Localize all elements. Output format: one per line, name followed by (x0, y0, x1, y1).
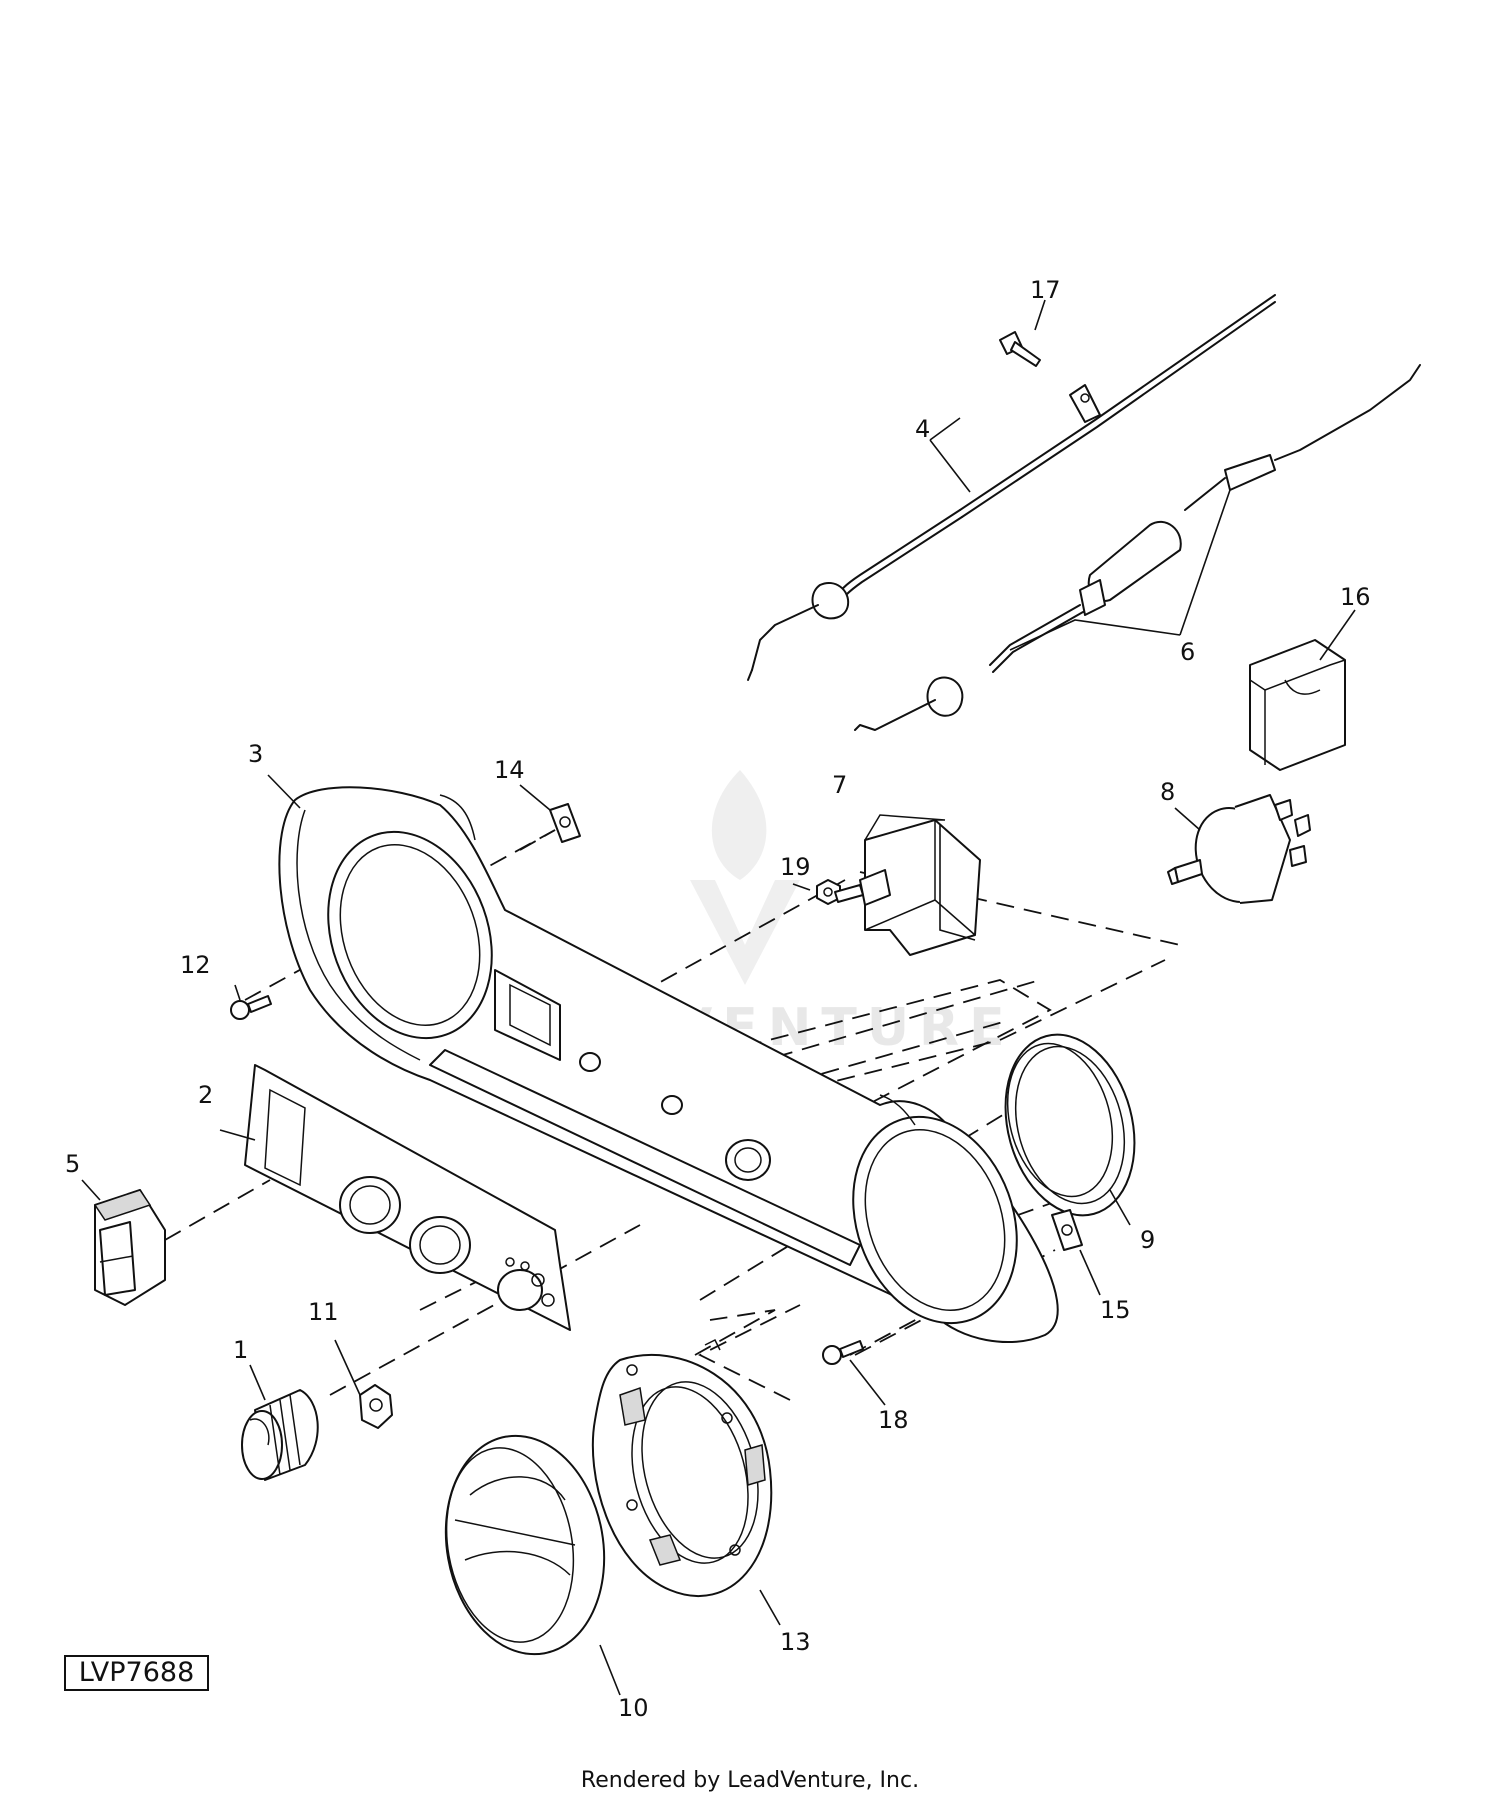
part-15-clip (1051, 1209, 1083, 1251)
callout-4: 4 (915, 415, 930, 443)
part-9-trim-ring (1004, 1033, 1136, 1217)
callout-14: 14 (494, 756, 525, 784)
callout-6: 6 (1180, 638, 1195, 666)
callout-16: 16 (1340, 583, 1371, 611)
callout-18: 18 (878, 1406, 909, 1434)
callout-7: 7 (832, 771, 847, 799)
render-credit: Rendered by LeadVenture, Inc. (580, 1768, 920, 1793)
part-8-rotary-switch (1167, 794, 1311, 904)
callout-leaders (81, 299, 1356, 1696)
part-3-instrument-bezel (278, 786, 1059, 1344)
part-4-control-cable (747, 294, 1276, 681)
callout-1: 1 (233, 1336, 248, 1364)
part-13-mounting-ring (591, 1338, 773, 1597)
callout-9: 9 (1140, 1226, 1155, 1254)
part-7-control-switch (834, 814, 981, 956)
drawing-code-label: LVP7688 (64, 1655, 209, 1691)
part-12-screw (230, 995, 272, 1020)
part-1-knob (241, 1389, 319, 1481)
callout-labels: 1 2 3 4 5 6 7 8 9 10 11 12 13 14 15 16 1… (65, 276, 1371, 1722)
part-18-screw (822, 1340, 864, 1365)
part-6-control-cable (854, 364, 1421, 731)
callout-19: 19 (780, 853, 811, 881)
callout-12: 12 (180, 951, 211, 979)
callout-13: 13 (780, 1628, 811, 1656)
callout-17: 17 (1030, 276, 1061, 304)
callout-10: 10 (618, 1694, 649, 1722)
part-14-clip-nut (549, 803, 581, 843)
callout-8: 8 (1160, 778, 1175, 806)
part-10-lens-cover (444, 1434, 606, 1656)
part-17-bolt (999, 331, 1041, 367)
part-5-rocker-switch (93, 1189, 166, 1306)
watermark-logo (690, 770, 800, 985)
callout-2: 2 (198, 1081, 213, 1109)
callout-15: 15 (1100, 1296, 1131, 1324)
callout-5: 5 (65, 1150, 80, 1178)
part-2-switch-panel (244, 1064, 571, 1331)
part-11-star-washer (359, 1384, 393, 1429)
callout-3: 3 (248, 740, 263, 768)
part-16-bracket (1249, 639, 1346, 771)
callout-11: 11 (308, 1298, 339, 1326)
